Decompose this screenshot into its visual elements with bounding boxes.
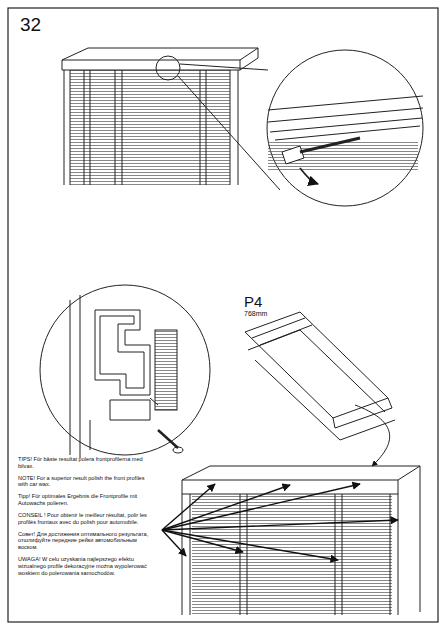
profile-p4 [245,312,395,466]
note-text: UWAGA! W celu uzyskania najlepszego efek… [18,556,156,576]
profile-section-detail [40,285,210,458]
step-number: 32 [20,14,41,36]
leader-arrows [162,484,398,560]
note-text: TIPS! För bäste resultat polera frontpro… [18,456,156,470]
page-border [8,8,438,622]
note-text: Tipp! Für optimales Ergebnis die Frontpr… [18,493,156,507]
part-name: P4 [244,293,262,310]
tips-block: TIPS! För bäste resultat polera frontpro… [18,456,156,581]
note-text: CONSEIL ! Pour obtenir le meilleur résul… [18,512,156,526]
dimension: 768mm [244,310,267,317]
note-text: NOTE! For a superior result polish the f… [18,475,156,489]
note-text: Совет! Для достижения оптимального резул… [18,531,156,551]
greenhouse-bottom [182,466,420,615]
detail-circle-top [267,50,423,206]
greenhouse-top [62,48,280,190]
